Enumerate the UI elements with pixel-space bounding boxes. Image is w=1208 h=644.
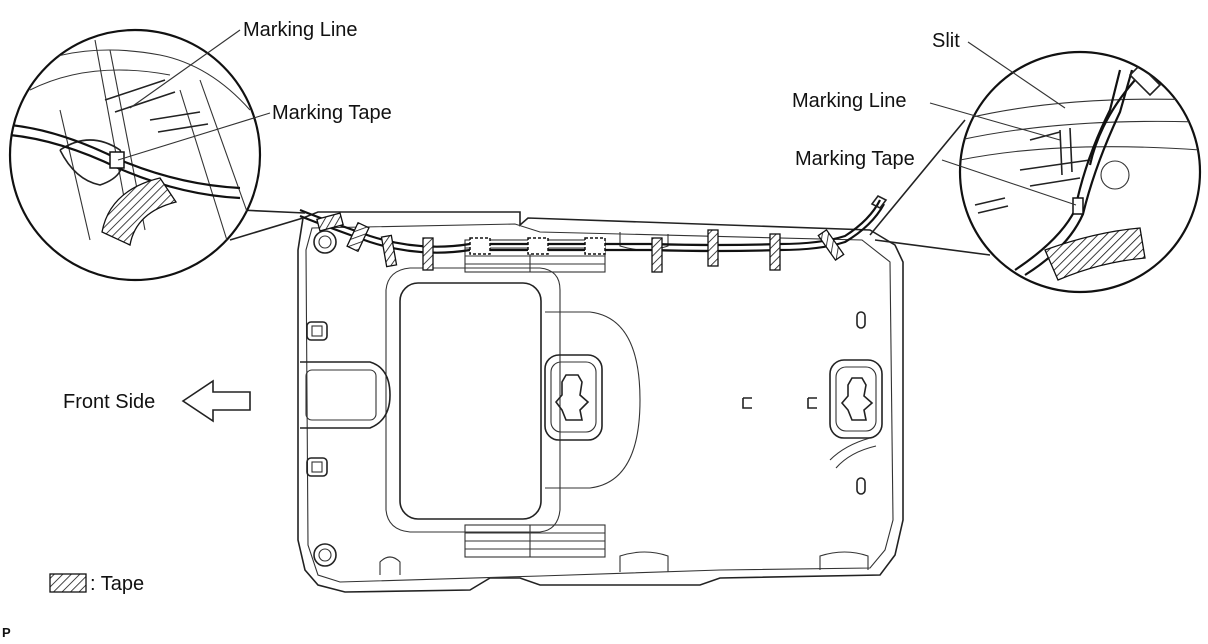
front-side-label: Front Side bbox=[63, 391, 155, 413]
harness-connector-3 bbox=[584, 237, 606, 255]
headliner-panel bbox=[297, 211, 904, 593]
figure-code: P bbox=[2, 625, 11, 640]
leader-lines bbox=[117, 29, 1077, 206]
left-marking-line-label: Marking Line bbox=[243, 19, 358, 41]
harness-connector-2 bbox=[527, 237, 549, 255]
tape-legend: : Tape bbox=[49, 573, 144, 595]
legend-tape-label: : Tape bbox=[90, 573, 144, 595]
hatched-tape-icon bbox=[49, 573, 87, 593]
lower-reinforcement-strips bbox=[464, 524, 606, 558]
right-detail-callout bbox=[869, 50, 1202, 294]
right-tape-sample bbox=[1044, 227, 1146, 281]
left-marking-tape-band bbox=[109, 151, 125, 169]
left-marking-tape-label: Marking Tape bbox=[272, 102, 392, 124]
left-arrow-icon bbox=[181, 379, 251, 423]
right-marking-tape-band bbox=[1072, 197, 1084, 215]
left-tape-sample bbox=[101, 177, 178, 246]
right-marking-line-label: Marking Line bbox=[792, 90, 907, 112]
wire-harness bbox=[299, 194, 888, 273]
harness-connector-1 bbox=[469, 237, 491, 255]
right-marking-tape-label: Marking Tape bbox=[795, 148, 915, 170]
tape-wraps bbox=[316, 212, 845, 273]
left-detail-callout bbox=[8, 28, 306, 282]
slit-label: Slit bbox=[932, 30, 960, 52]
